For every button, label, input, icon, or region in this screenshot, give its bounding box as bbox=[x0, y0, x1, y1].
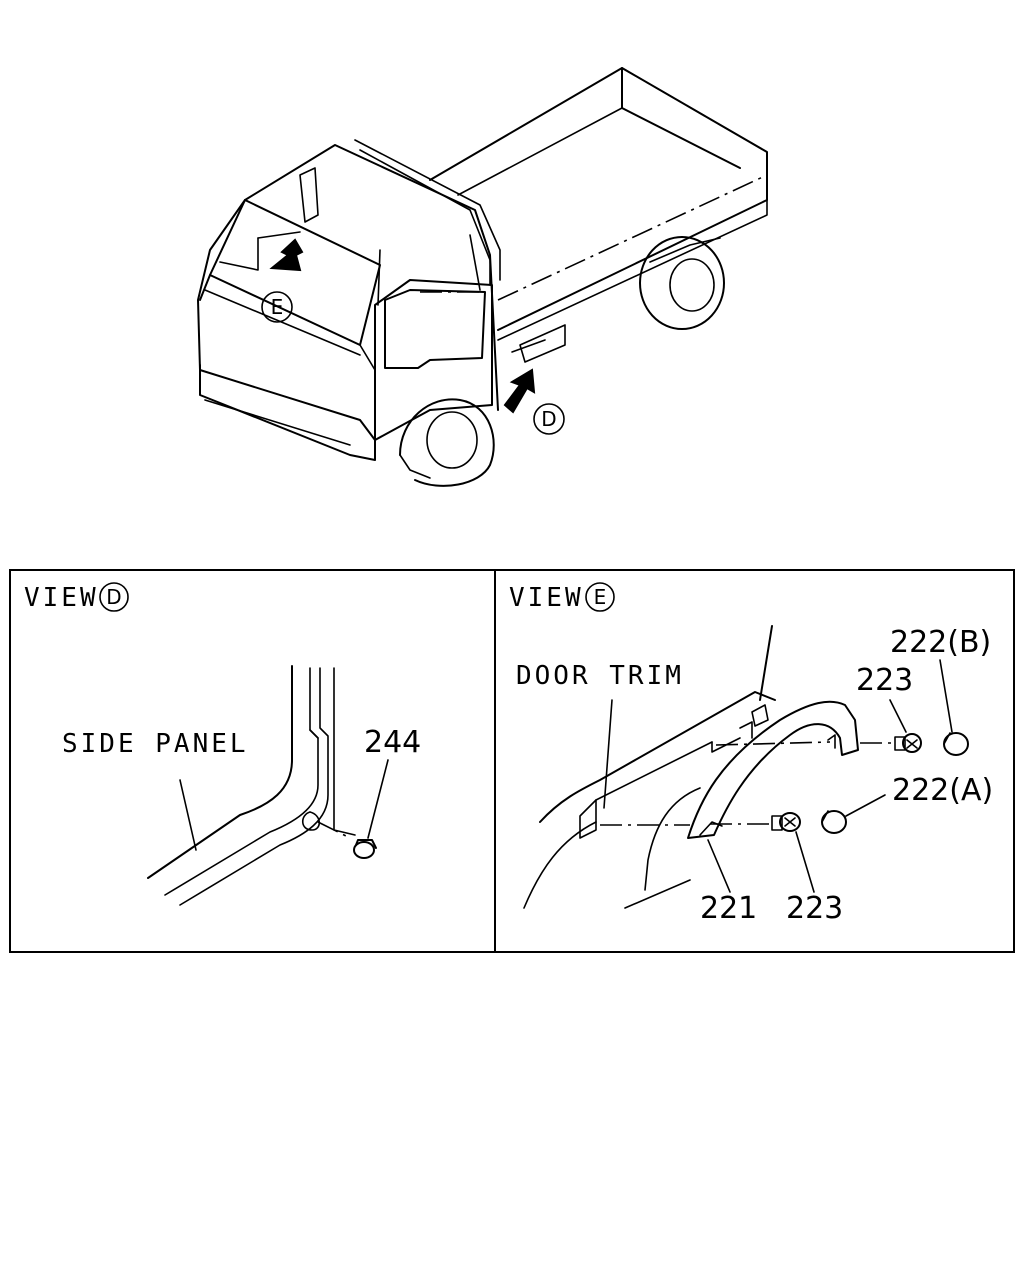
cap-222b bbox=[943, 732, 969, 756]
part-223-bottom-label: 223 bbox=[786, 891, 843, 926]
view-e-title: VIEW bbox=[509, 583, 584, 613]
view-d-title: VIEW bbox=[24, 583, 99, 613]
part-221-label: 221 bbox=[700, 891, 757, 926]
part-223-top-label: 223 bbox=[856, 663, 913, 698]
view-d-marker: D bbox=[533, 403, 565, 435]
screw-223-top bbox=[894, 733, 922, 753]
view-e-marker-letter: E bbox=[271, 295, 284, 319]
part-244-label: 244 bbox=[364, 725, 421, 760]
view-d-title-marker: D bbox=[106, 585, 121, 609]
truck-illustration bbox=[197, 67, 768, 487]
view-d-panel: VIEW D SIDE PANEL 244 bbox=[24, 582, 421, 906]
cap-222a bbox=[821, 810, 847, 834]
view-e-marker: E bbox=[261, 291, 293, 323]
view-e-title-marker: E bbox=[594, 585, 607, 609]
part-222a-label: 222(A) bbox=[892, 773, 993, 808]
door-trim-label: DOOR TRIM bbox=[516, 661, 684, 691]
view-e-panel: VIEW E DOOR TRIM 222(B) 223 222(A) 221 2… bbox=[509, 582, 993, 926]
view-d-marker-letter: D bbox=[541, 407, 556, 431]
screw-223-bottom bbox=[771, 812, 801, 832]
side-panel-label: SIDE PANEL bbox=[62, 729, 249, 759]
part-222b-label: 222(B) bbox=[890, 625, 991, 660]
detail-frame bbox=[9, 569, 1015, 953]
